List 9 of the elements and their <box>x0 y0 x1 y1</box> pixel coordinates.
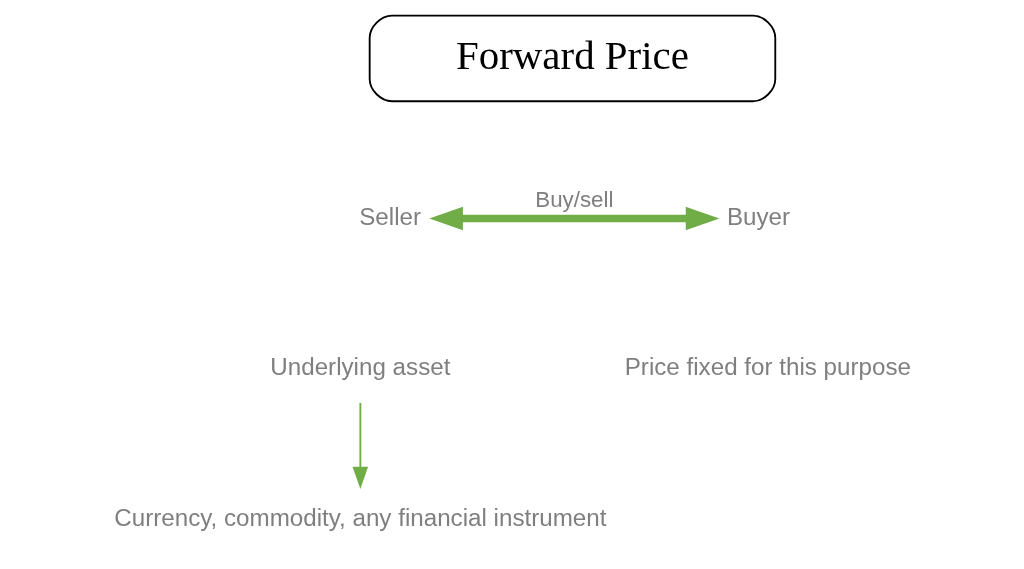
node-text: Price fixed for this purpose <box>624 353 911 381</box>
node-text: Seller <box>359 202 422 230</box>
edge-label: Buy/sell <box>535 186 614 212</box>
arrow <box>429 206 720 231</box>
arrow <box>352 402 369 489</box>
node-text: Buyer <box>726 202 791 230</box>
node-text: Underlying asset <box>270 353 451 381</box>
node-text: Currency, commodity, any financial instrument <box>114 504 607 532</box>
node-box: Forward Price <box>368 14 777 103</box>
